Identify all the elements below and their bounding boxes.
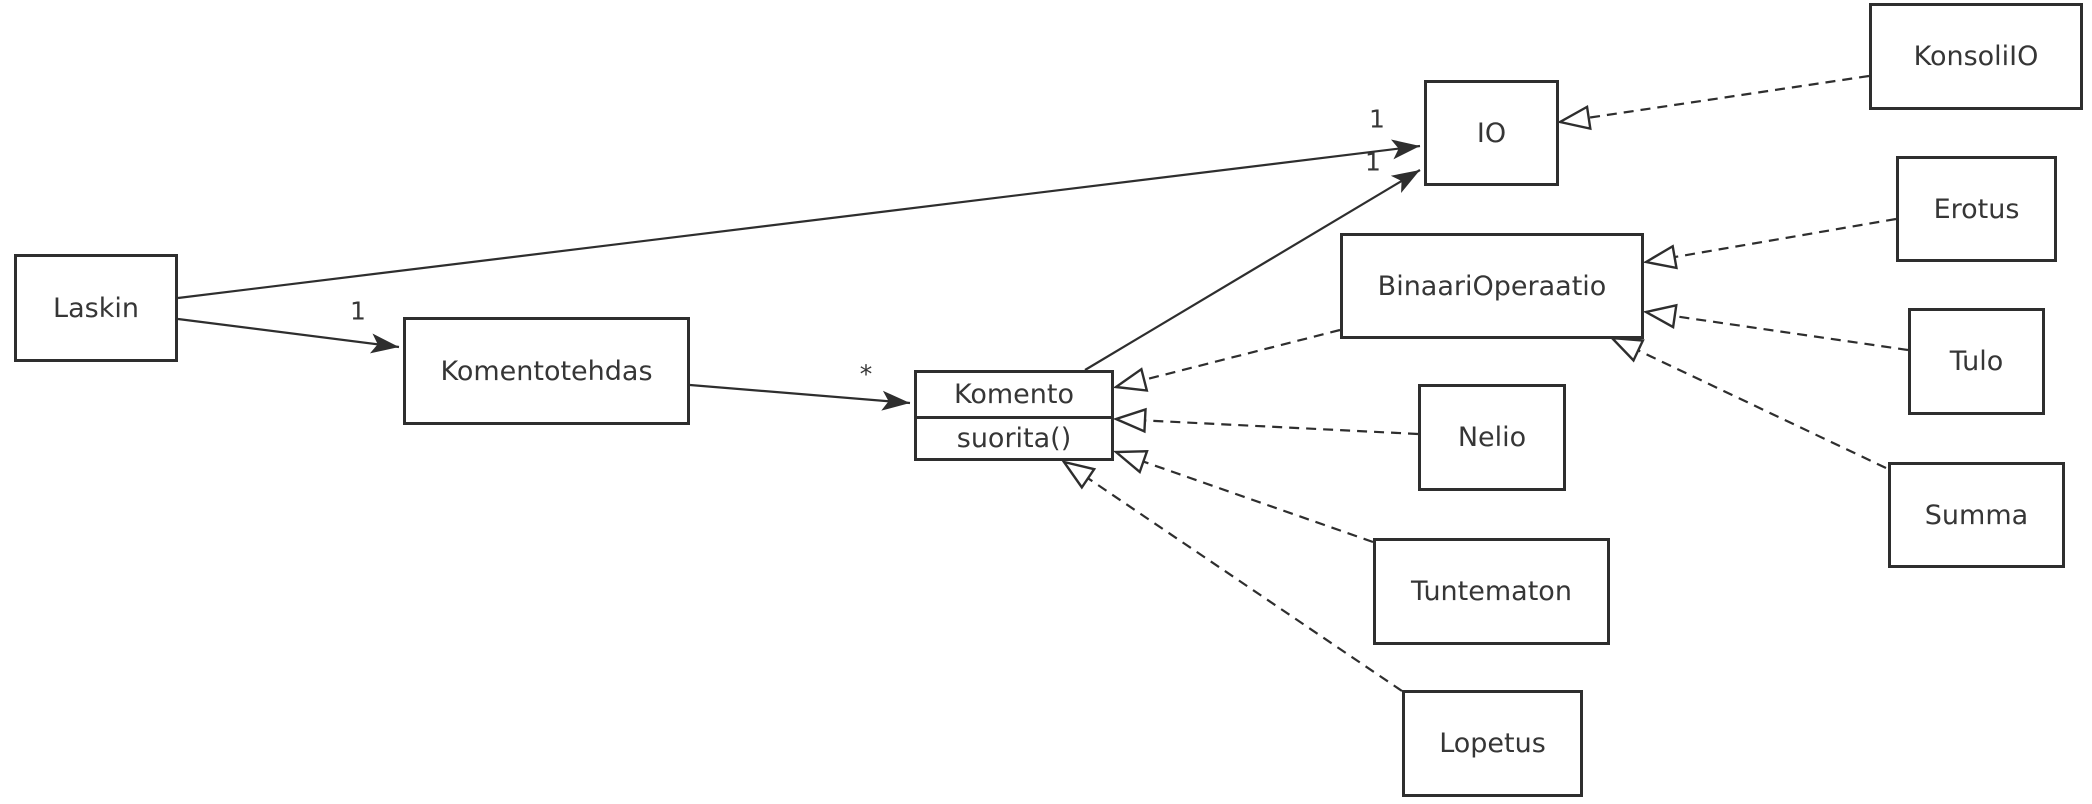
edge-tuntematon-to-komento (1112, 449, 1374, 544)
edge-binaarioperaatio-to-komento (1112, 328, 1341, 392)
edge-nelio-to-komento (1112, 407, 1419, 436)
edge-lopetus-to-komento (1061, 460, 1403, 692)
edge-tulo-to-binaarioperaatio (1642, 303, 1909, 352)
edge-laskin-to-komentotehdas (177, 317, 400, 354)
edge-komento-to-io (1084, 169, 1421, 371)
edge-summa-to-binaarioperaatio (1608, 336, 1887, 469)
edge-laskin-to-io (177, 139, 1421, 300)
edge-komentotehdas-to-komento (689, 383, 911, 411)
edge-konsoliio-to-io (1556, 74, 1870, 131)
edge-erotus-to-binaarioperaatio (1642, 217, 1897, 270)
